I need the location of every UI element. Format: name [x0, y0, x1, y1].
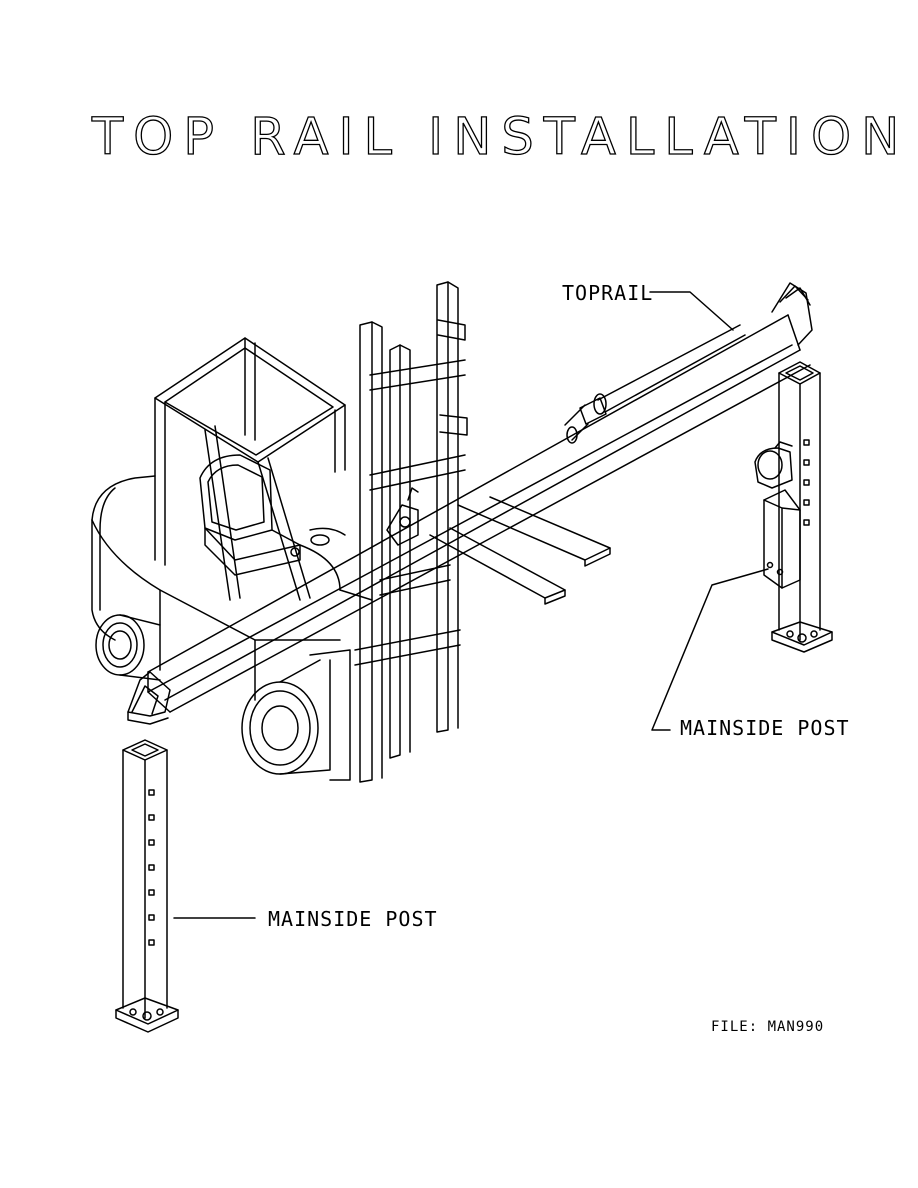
operator-seat: [199, 454, 301, 576]
mainside-post-left-label: MAINSIDE POST: [268, 907, 438, 931]
mainside-post-right-leader-line: [651, 568, 769, 731]
forklift-mast: [354, 281, 468, 783]
file-reference: FILE: MAN990: [711, 1019, 825, 1035]
front-wheel: [241, 649, 351, 781]
forklift-forks: [429, 496, 611, 605]
mainside-post-right: [754, 361, 833, 653]
rear-wheel: [95, 614, 161, 681]
forklift-illustration: [91, 281, 611, 783]
overhead-guard: [154, 337, 346, 601]
page-title: TOP RAIL INSTALLATION: [91, 108, 910, 167]
mainside-post-left: [115, 739, 179, 1033]
toprail-beam: [127, 282, 813, 725]
toprail-leader-line: [649, 291, 734, 331]
toprail-label: TOPRAIL: [562, 281, 654, 305]
forklift-body: [91, 475, 373, 701]
mainside-post-right-label: MAINSIDE POST: [680, 716, 850, 740]
